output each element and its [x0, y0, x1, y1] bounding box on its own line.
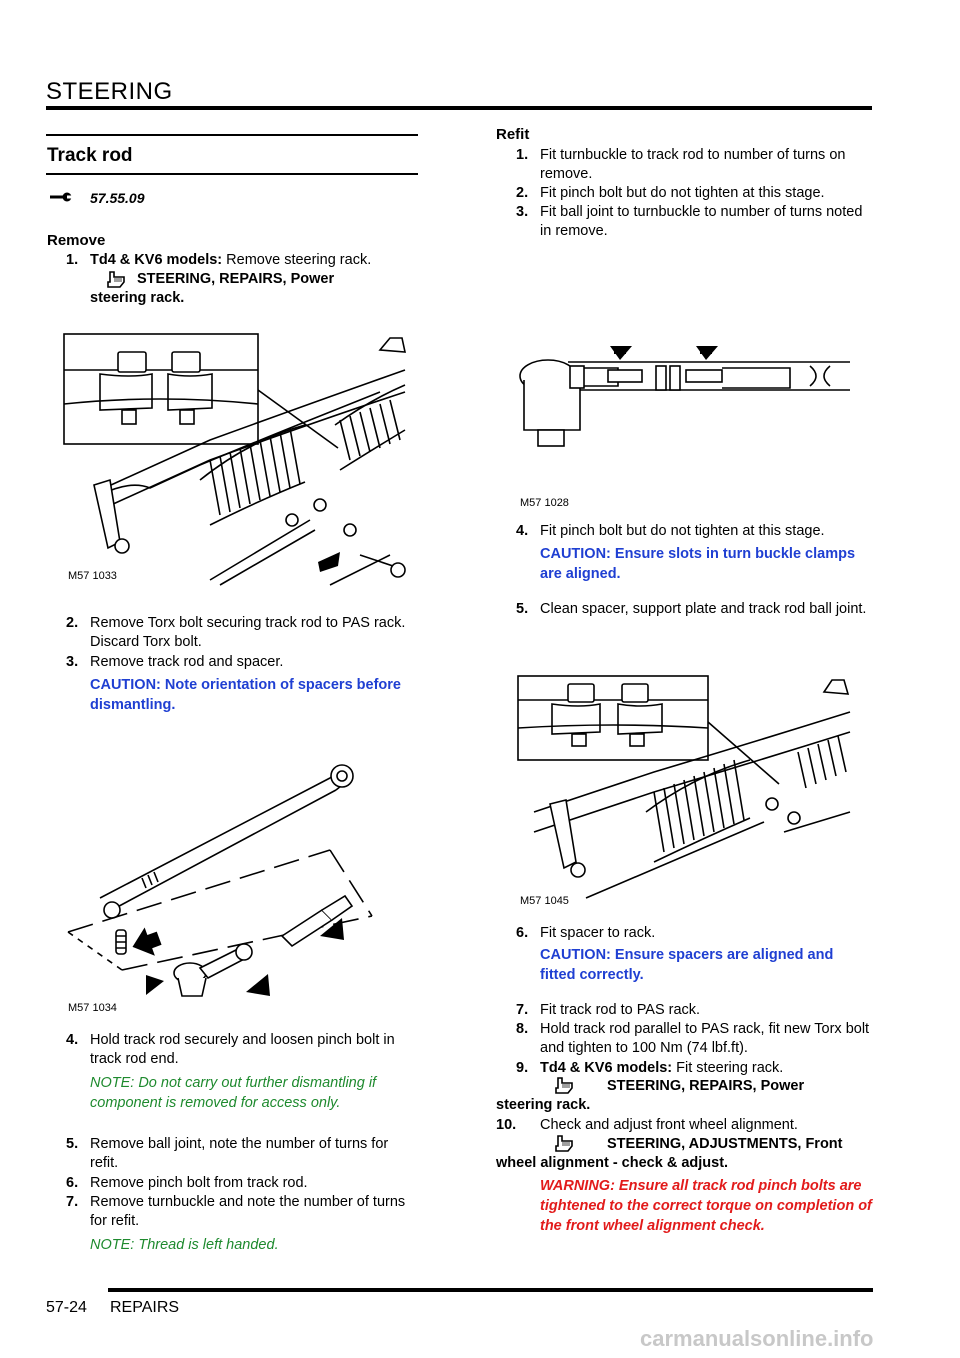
refit-step-3: 3. Fit ball joint to turnbuckle to numbe…	[516, 203, 872, 241]
step-text: Check and adjust front wheel alignment.	[540, 1117, 798, 1133]
figure-label: M57 1028	[520, 497, 569, 509]
remove-heading: Remove	[47, 232, 106, 249]
figure-m57-1045	[517, 675, 851, 899]
refit-step-1: 1. Fit turnbuckle to track rod to number…	[516, 146, 872, 184]
figure-m57-1028	[519, 346, 850, 447]
step-number: 4.	[516, 523, 529, 539]
refit-step-10: 10. Check and adjust front wheel alignme…	[496, 1116, 872, 1135]
step-number: 1.	[516, 147, 529, 163]
remove-step-5: 5. Remove ball joint, note the number of…	[66, 1135, 416, 1173]
remove-step-6: 6. Remove pinch bolt from track rod.	[66, 1174, 416, 1193]
model-qualifier: Td4 & KV6 models:	[540, 1060, 673, 1076]
xref-link[interactable]: STEERING, REPAIRS, Power	[607, 1078, 805, 1094]
figure-m57-1033	[63, 333, 407, 586]
refit-step-9: 9. Td4 & KV6 models: Fit steering rack.	[516, 1059, 872, 1078]
hand-pointer-icon	[555, 1077, 573, 1094]
step-number: 2.	[66, 615, 79, 631]
remove-step-1: 1. Td4 & KV6 models: Remove steering rac…	[66, 251, 416, 270]
remove-step-7: 7. Remove turnbuckle and note the number…	[66, 1193, 416, 1231]
refit-step-5: 5. Clean spacer, support plate and track…	[516, 600, 872, 619]
remove-step-3: 3. Remove track rod and spacer.	[66, 653, 416, 672]
warning-note: WARNING: Ensure all track rod pinch bolt…	[540, 1178, 872, 1234]
refit-step-4: 4. Fit pinch bolt but do not tighten at …	[516, 522, 872, 541]
title-rule-top	[46, 134, 418, 136]
step-text: Fit pinch bolt but do not tighten at thi…	[540, 185, 825, 201]
step-number: 5.	[516, 601, 529, 617]
step-number: 10.	[496, 1117, 517, 1133]
step-text: Remove steering rack.	[222, 252, 372, 268]
step-text: Remove pinch bolt from track rod.	[90, 1175, 308, 1191]
step-text: Remove track rod and spacer.	[90, 654, 284, 670]
remove-step-4: 4. Hold track rod securely and loosen pi…	[66, 1031, 416, 1069]
page-number: 57-24	[46, 1299, 87, 1316]
figure-label: M57 1033	[68, 570, 117, 582]
xref-link-cont[interactable]: steering rack.	[496, 1097, 591, 1113]
header-divider	[46, 106, 872, 110]
xref-link[interactable]: STEERING, REPAIRS, Power	[137, 271, 335, 287]
step-text: Hold track rod securely and loosen pinch…	[90, 1032, 395, 1067]
refit-step-6: 6. Fit spacer to rack.	[516, 924, 872, 943]
step-number: 3.	[516, 204, 529, 220]
figure-label: M57 1045	[520, 895, 569, 907]
step-text: Clean spacer, support plate and track ro…	[540, 601, 867, 617]
wrench-icon	[50, 192, 73, 202]
step-text: Fit ball joint to turnbuckle to number o…	[540, 204, 863, 239]
note-text: NOTE: Do not carry out further dismantli…	[90, 1075, 377, 1111]
step-text: Fit track rod to PAS rack.	[540, 1002, 701, 1018]
step-number: 9.	[516, 1060, 529, 1076]
model-qualifier: Td4 & KV6 models:	[90, 252, 223, 268]
step-number: 6.	[516, 925, 529, 941]
step-number: 6.	[66, 1175, 79, 1191]
remove-step-2: 2. Remove Torx bolt securing track rod t…	[66, 614, 416, 652]
step-number: 3.	[66, 654, 79, 670]
figure-label: M57 1034	[68, 1002, 117, 1014]
caution-note: CAUTION: Note orientation of spacers bef…	[90, 677, 401, 713]
step-number: 4.	[66, 1032, 79, 1048]
step-text: Fit steering rack.	[672, 1060, 784, 1076]
refit-step-7: 7. Fit track rod to PAS rack.	[516, 1001, 872, 1020]
footer-section: REPAIRS	[110, 1299, 180, 1316]
hand-pointer-icon	[107, 271, 125, 288]
caution-note: CAUTION: Ensure slots in turn buckle cla…	[540, 546, 856, 582]
xref-link-cont[interactable]: steering rack.	[90, 290, 185, 306]
footer-divider	[108, 1288, 873, 1292]
xref-link-cont[interactable]: wheel alignment - check & adjust.	[496, 1155, 729, 1171]
step-text: Remove turnbuckle and note the number of…	[90, 1194, 406, 1229]
page-section-title: STEERING	[46, 78, 173, 105]
procedure-title: Track rod	[47, 145, 133, 166]
step-number: 7.	[516, 1002, 529, 1018]
step-text: Fit spacer to rack.	[540, 925, 656, 941]
step-number: 2.	[516, 185, 529, 201]
refit-step-2: 2. Fit pinch bolt but do not tighten at …	[516, 184, 872, 203]
step-number: 7.	[66, 1194, 79, 1210]
caution-note: CAUTION: Ensure spacers are aligned and …	[540, 947, 834, 983]
step-number: 1.	[66, 252, 79, 268]
figure-m57-1034	[67, 764, 373, 997]
title-rule-bottom	[46, 173, 418, 175]
step-text: Fit pinch bolt but do not tighten at thi…	[540, 523, 825, 539]
refit-step-8: 8. Hold track rod parallel to PAS rack, …	[516, 1020, 872, 1058]
step-text: Fit turnbuckle to track rod to number of…	[540, 147, 846, 182]
step-text: Remove ball joint, note the number of tu…	[90, 1136, 389, 1171]
step-number: 8.	[516, 1021, 529, 1037]
watermark-logo: carmanualsonline.info	[640, 1326, 874, 1351]
note-text: NOTE: Thread is left handed.	[90, 1237, 279, 1253]
step-number: 5.	[66, 1136, 79, 1152]
hand-pointer-icon	[555, 1135, 573, 1152]
step-text: Remove Torx bolt securing track rod to P…	[90, 615, 406, 650]
xref-link[interactable]: STEERING, ADJUSTMENTS, Front	[607, 1136, 843, 1152]
refit-heading: Refit	[496, 126, 530, 143]
operation-code: 57.55.09	[90, 190, 145, 206]
step-text: Hold track rod parallel to PAS rack, fit…	[540, 1021, 870, 1056]
